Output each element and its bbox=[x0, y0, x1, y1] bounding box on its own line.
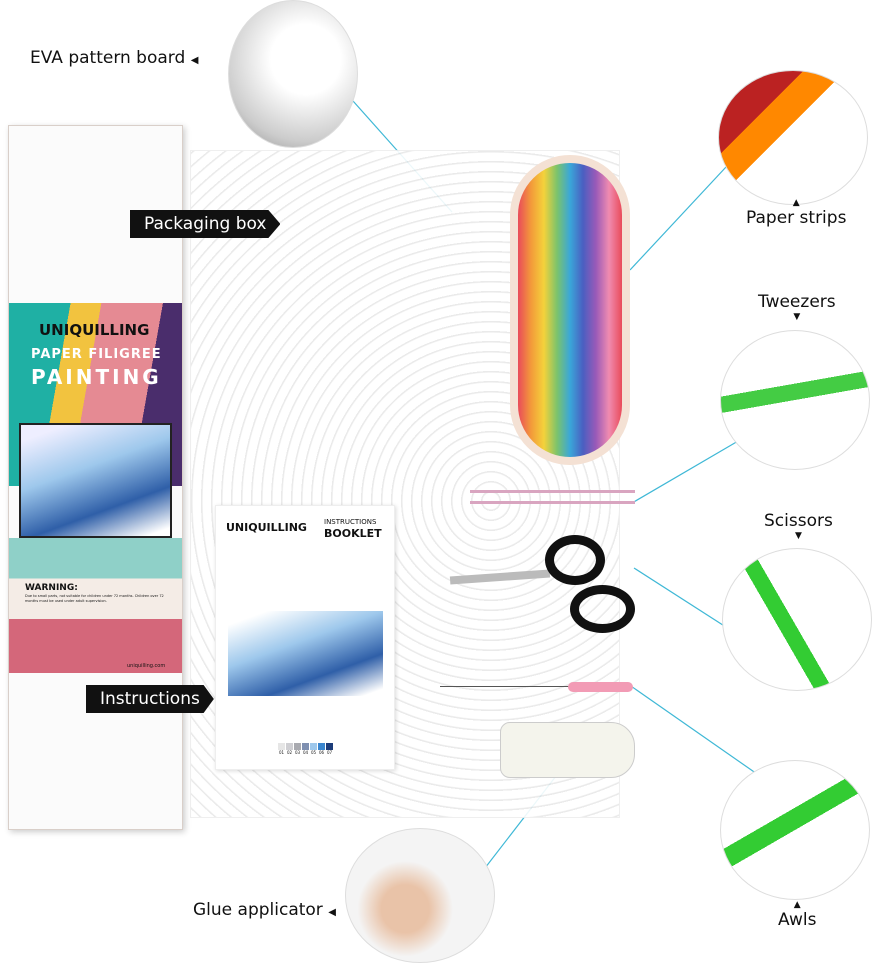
swatch-label: 06 bbox=[318, 750, 325, 755]
pointer-up-icon: ▲ bbox=[792, 198, 800, 208]
booklet-heading-large: BOOKLET bbox=[324, 527, 382, 540]
pointer-down-icon: ▼ bbox=[793, 312, 801, 322]
swatch-color bbox=[326, 743, 333, 750]
tweezers-photo bbox=[720, 330, 870, 470]
glue-applicator bbox=[500, 722, 635, 778]
paper-strips-bundle bbox=[510, 155, 630, 465]
booklet-heading-small: INSTRUCTIONS bbox=[324, 518, 377, 526]
swatch: 04 bbox=[302, 743, 309, 755]
callout-awls: ▲Awls bbox=[778, 900, 816, 930]
callout-awls-text: Awls bbox=[778, 910, 817, 930]
box-brand: UNIQUILLING bbox=[39, 321, 150, 339]
warning-text: Due to small parts, not suitable for chi… bbox=[25, 594, 164, 603]
booklet-brand: UNIQUILLING bbox=[226, 521, 307, 534]
glue-photo bbox=[345, 828, 495, 963]
swatch-color bbox=[310, 743, 317, 750]
swatch-color bbox=[302, 743, 309, 750]
swatch-label: 03 bbox=[294, 750, 301, 755]
swatch-color bbox=[278, 743, 285, 750]
swatch-label: 05 bbox=[310, 750, 317, 755]
swatch-label: 01 bbox=[278, 750, 285, 755]
swatch: 05 bbox=[310, 743, 317, 755]
swatch: 02 bbox=[286, 743, 293, 755]
swatch-label: 02 bbox=[286, 750, 293, 755]
tweezers bbox=[470, 490, 635, 504]
swatch-label: 07 bbox=[326, 750, 333, 755]
box-wave-image bbox=[19, 423, 172, 538]
swatch-label: 04 bbox=[302, 750, 309, 755]
box-title-1: PAPER FILIGREE bbox=[31, 347, 162, 362]
callout-packaging: Packaging box bbox=[130, 210, 281, 238]
pointer-left-icon: ◀ bbox=[328, 907, 336, 918]
wave-artwork bbox=[228, 611, 383, 696]
swatch: 07 bbox=[326, 743, 333, 755]
warning-title: WARNING: bbox=[25, 583, 78, 593]
pointer-down-icon: ▼ bbox=[794, 531, 802, 541]
callout-scissors-text: Scissors bbox=[764, 511, 833, 531]
callout-glue-text: Glue applicator bbox=[193, 900, 323, 920]
callout-eva-text: EVA pattern board bbox=[30, 48, 186, 68]
callout-eva-board: EVA pattern board ◀ bbox=[30, 48, 198, 68]
swatch: 06 bbox=[318, 743, 325, 755]
scissors-photo bbox=[722, 548, 872, 691]
eva-board-photo bbox=[228, 0, 358, 148]
pointer-up-icon: ▲ bbox=[793, 900, 801, 910]
website: uniquilling.com bbox=[127, 663, 166, 669]
awls-photo bbox=[720, 760, 870, 900]
awl bbox=[440, 682, 635, 692]
pointer-left-icon: ◀ bbox=[190, 55, 199, 66]
swatch: 03 bbox=[294, 743, 301, 755]
callout-paper-strips-text: Paper strips bbox=[746, 208, 847, 228]
paper-strips-photo bbox=[718, 70, 868, 205]
swatch: 01 bbox=[278, 743, 285, 755]
callout-scissors: Scissors▼ bbox=[764, 511, 833, 541]
swatch-color bbox=[294, 743, 301, 750]
box-bottom: WARNING: Due to small parts, not suitabl… bbox=[9, 538, 182, 673]
callout-paper-strips: ▲Paper strips bbox=[746, 198, 846, 228]
swatch-color bbox=[318, 743, 325, 750]
callout-instructions: Instructions bbox=[86, 685, 214, 713]
scissors bbox=[449, 535, 640, 635]
callout-glue: Glue applicator ◀ bbox=[193, 900, 336, 920]
box-title-2: PAINTING bbox=[31, 365, 162, 389]
callout-tweezers: Tweezers▼ bbox=[758, 292, 836, 322]
callout-tweezers-text: Tweezers bbox=[758, 292, 836, 312]
swatch-color bbox=[286, 743, 293, 750]
